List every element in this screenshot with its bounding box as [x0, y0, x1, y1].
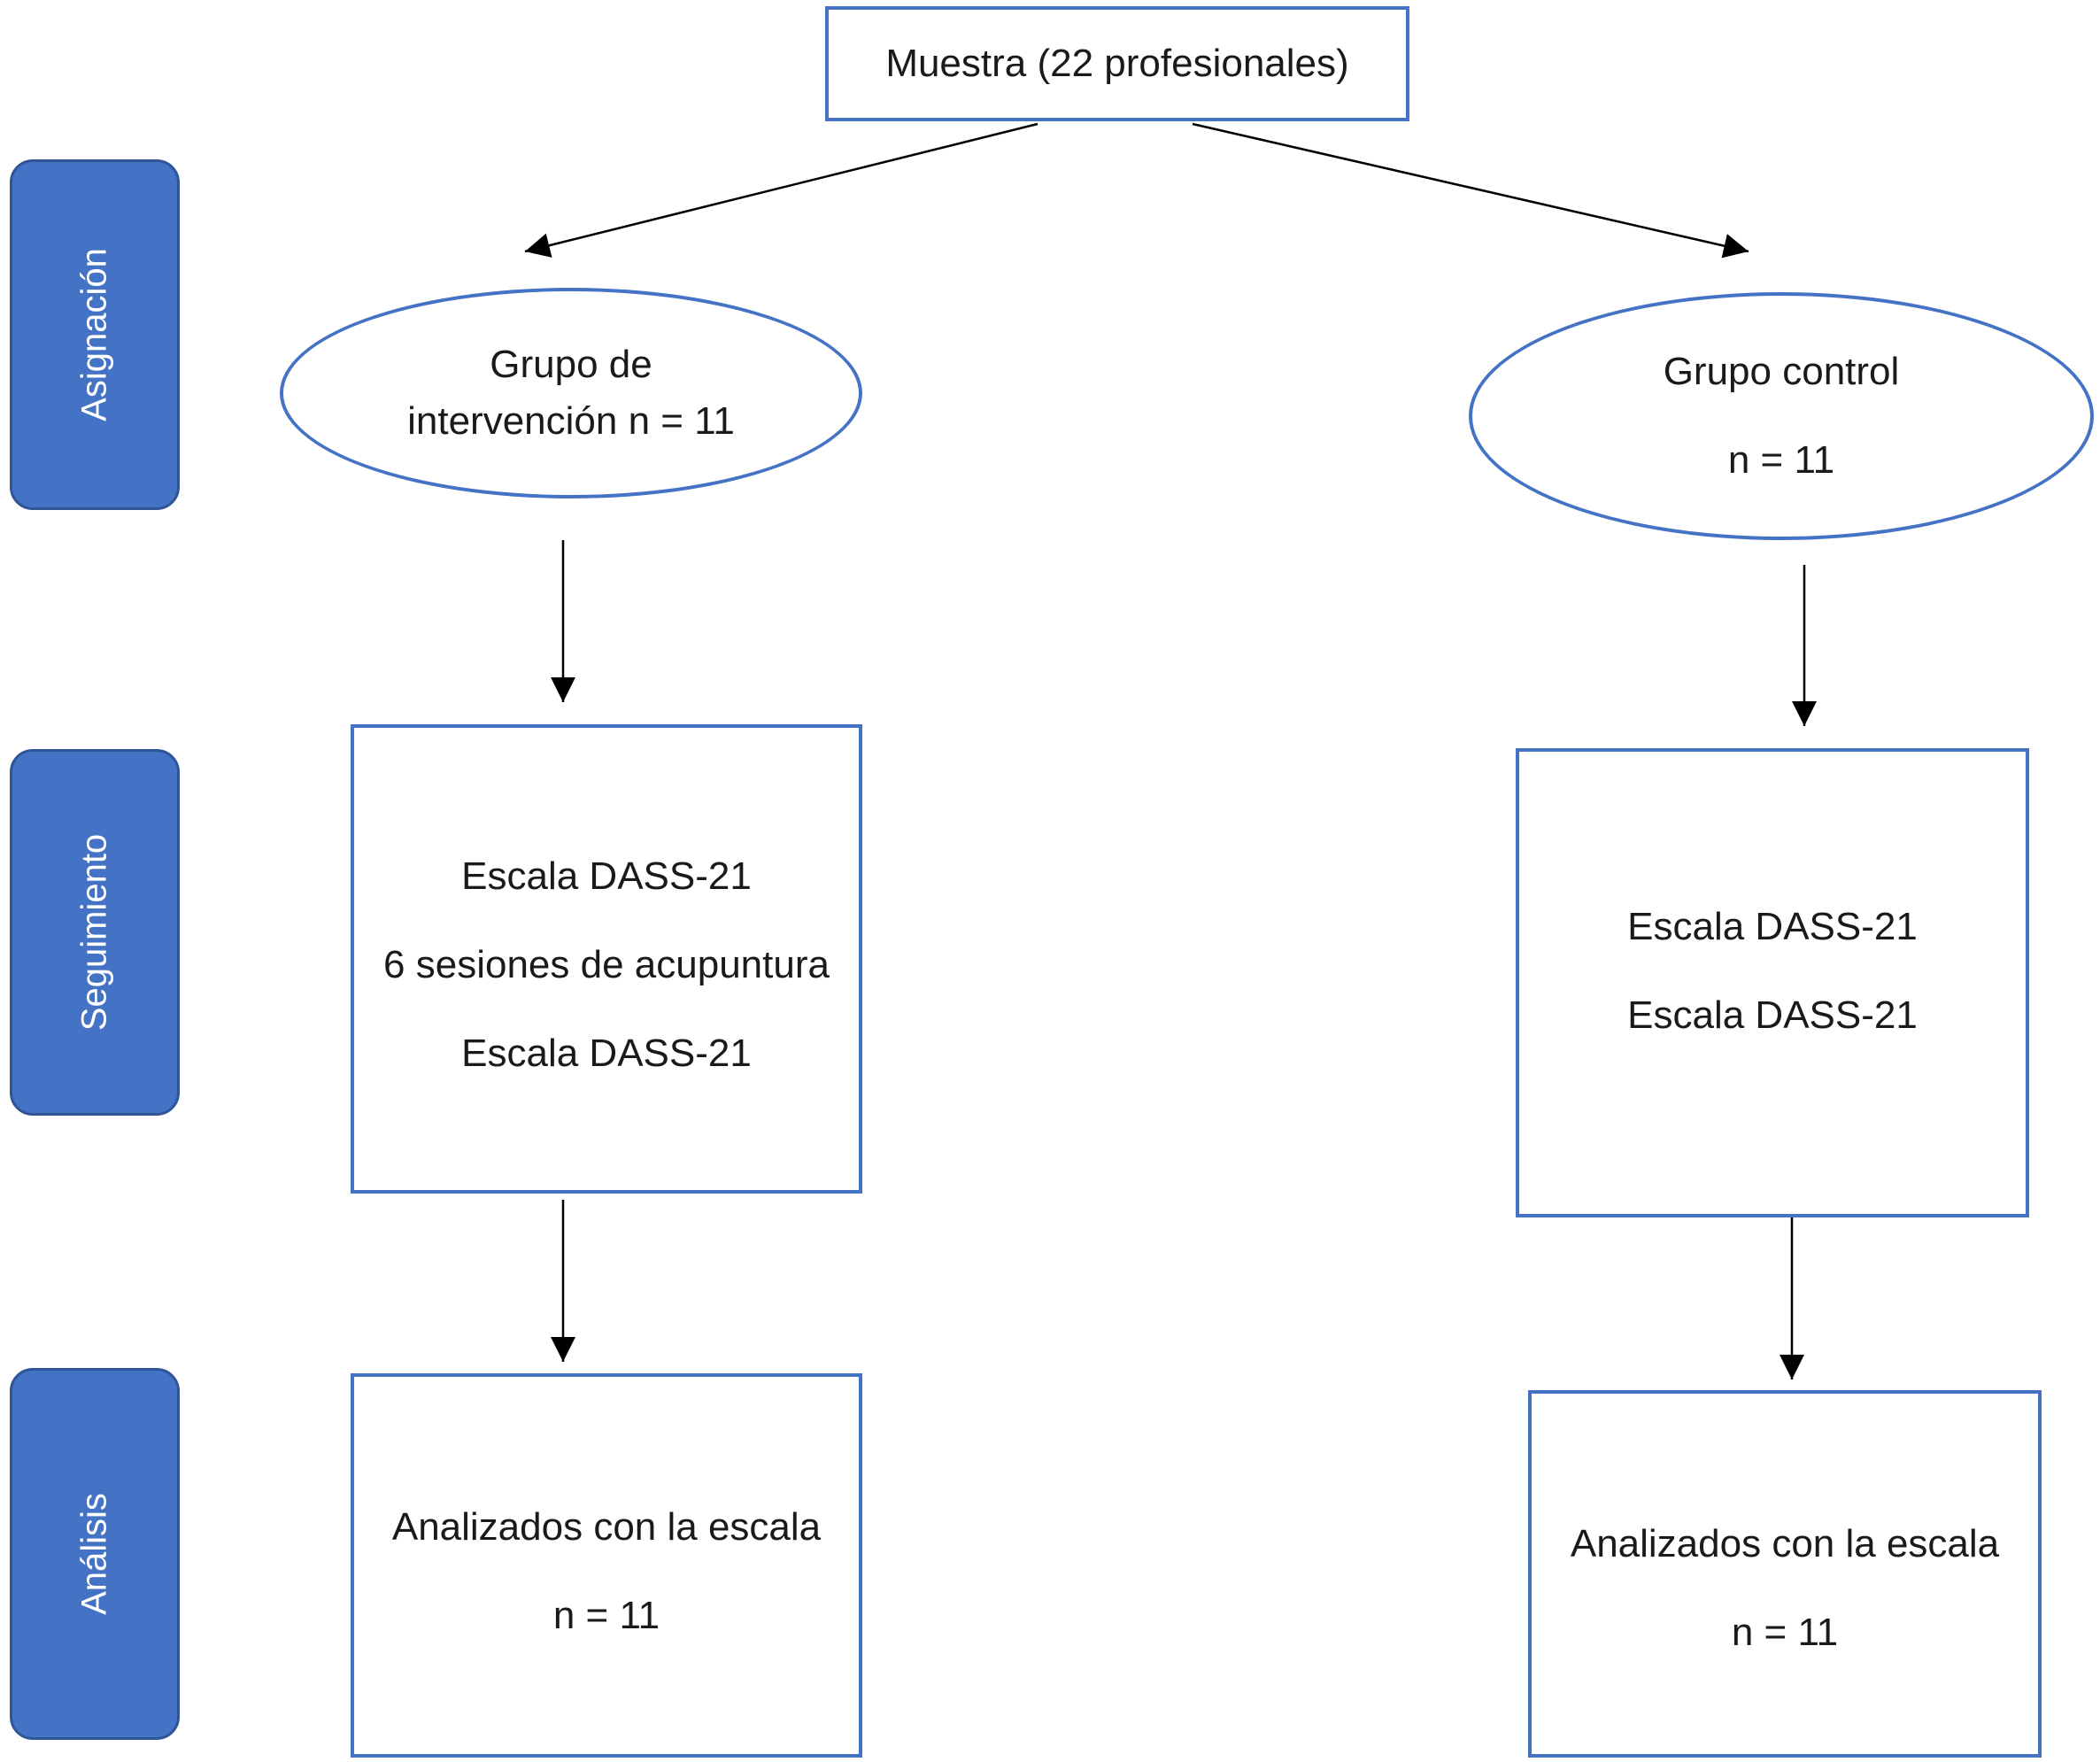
phase-seguimiento: Seguimiento	[10, 749, 180, 1116]
arrow-sample-to-intervention	[524, 122, 1038, 258]
control-analysis-line2: n = 11	[1731, 1611, 1839, 1654]
intervention-analysis-line1: Analizados con la escala	[391, 1505, 822, 1549]
control-followup-item: Escala DASS-21	[1627, 993, 1918, 1037]
phase-asignacion: Asignación	[10, 159, 180, 510]
intervention-group-line2: intervención n = 11	[407, 399, 735, 443]
control-analysis-box: Analizados con la escala n = 11	[1528, 1390, 2042, 1758]
intervention-followup-box: Escala DASS-21 6 sesiones de acupuntura …	[351, 724, 862, 1194]
control-followup-item: Escala DASS-21	[1627, 905, 1918, 948]
control-analysis-line1: Analizados con la escala	[1570, 1522, 2000, 1565]
intervention-analysis-box: Analizados con la escala n = 11	[351, 1373, 862, 1758]
arrow-sample-to-control	[1192, 122, 1749, 259]
intervention-followup-item: 6 sesiones de acupuntura	[383, 943, 830, 986]
intervention-group-ellipse: Grupo de intervención n = 11	[280, 288, 862, 498]
sample-box: Muestra (22 profesionales)	[825, 6, 1409, 121]
control-group-line1: Grupo control	[1663, 350, 1900, 393]
control-group-ellipse: Grupo control n = 11	[1469, 292, 2094, 540]
control-followup-box: Escala DASS-21 Escala DASS-21	[1516, 748, 2029, 1217]
intervention-analysis-line2: n = 11	[552, 1594, 660, 1637]
intervention-group-line1: Grupo de	[490, 343, 652, 386]
phase-analisis: Análisis	[10, 1368, 180, 1740]
intervention-followup-item: Escala DASS-21	[461, 1032, 752, 1075]
intervention-followup-item: Escala DASS-21	[461, 854, 752, 898]
control-group-line2: n = 11	[1727, 438, 1835, 482]
sample-label: Muestra (22 profesionales)	[885, 42, 1349, 85]
